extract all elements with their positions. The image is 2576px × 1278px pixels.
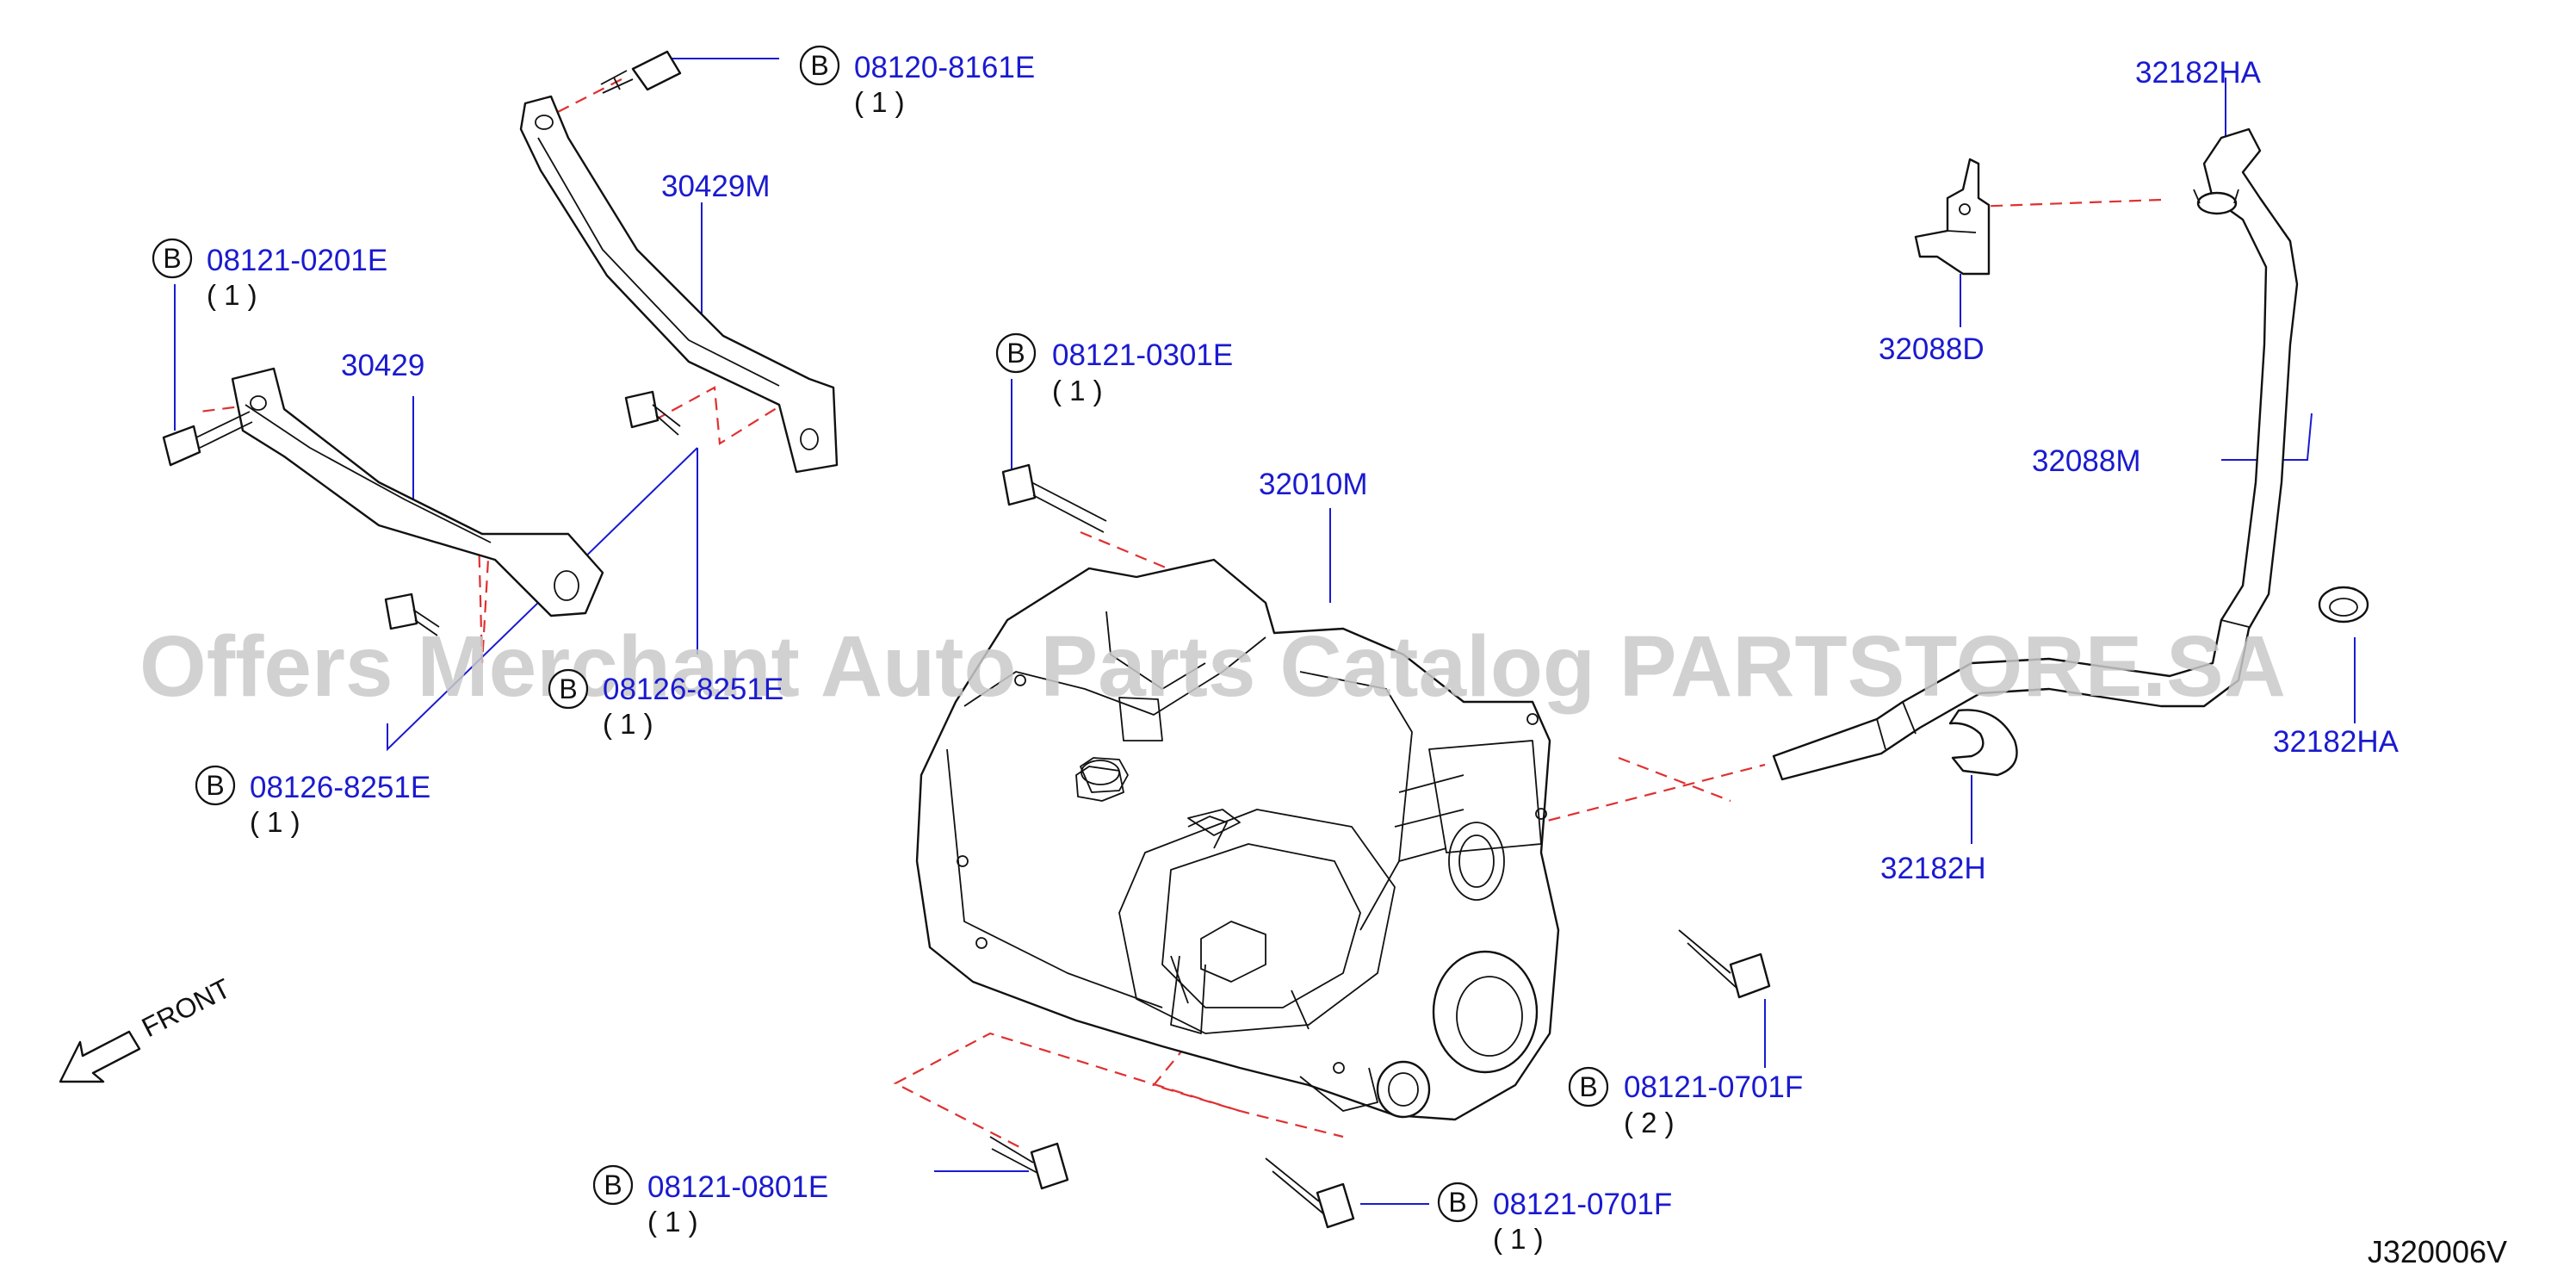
quantity: ( 1 ) xyxy=(207,279,257,311)
callout-08120-8161e[interactable]: B 08120-8161E ( 1 ) xyxy=(799,45,1035,118)
quantity: ( 1 ) xyxy=(1052,375,1103,406)
clip-32182ha-upper xyxy=(2193,189,2239,215)
quantity: ( 1 ) xyxy=(250,806,300,838)
callout-08121-0301e[interactable]: B 08121-0301E ( 1 ) xyxy=(995,332,1233,406)
svg-text:B: B xyxy=(1579,1071,1597,1102)
quantity: ( 1 ) xyxy=(1493,1223,1544,1255)
part-number[interactable]: 30429M xyxy=(661,170,770,203)
watermark-text: Offers Merchant Auto Parts Catalog PARTS… xyxy=(139,618,2286,715)
part-number[interactable]: 08126-8251E xyxy=(603,673,783,706)
part-number[interactable]: 32088D xyxy=(1879,332,1985,366)
part-number[interactable]: 32088M xyxy=(2032,444,2140,478)
part-number[interactable]: 32182HA xyxy=(2135,56,2262,90)
part-number[interactable]: 30429 xyxy=(341,349,424,382)
front-direction-indicator: FRONT xyxy=(59,972,236,1083)
bolt-marker-icon xyxy=(995,332,1037,374)
callout-08121-0701f-lower[interactable]: B 08121-0701F ( 1 ) xyxy=(1437,1182,1672,1255)
part-number[interactable]: 08126-8251E xyxy=(250,771,430,804)
quantity: ( 2 ) xyxy=(1624,1107,1675,1138)
bolt-marker-icon xyxy=(1437,1182,1478,1223)
bracket-30429m xyxy=(519,95,839,474)
bolt-08126-8251e-lower xyxy=(384,592,440,636)
transmission-case-32010m xyxy=(915,558,1560,1121)
bolt-marker-icon xyxy=(548,668,589,710)
svg-text:B: B xyxy=(1006,338,1025,369)
part-number[interactable]: 32182H xyxy=(1880,852,1986,885)
svg-text:B: B xyxy=(163,243,181,274)
callout-32182h[interactable]: 32182H xyxy=(1880,852,1986,885)
part-number[interactable]: 08121-0701F xyxy=(1493,1188,1672,1221)
callout-08121-0701f-right[interactable]: B 08121-0701F ( 2 ) xyxy=(1568,1066,1803,1138)
svg-text:B: B xyxy=(604,1169,622,1200)
leader-lines xyxy=(174,58,2356,1205)
svg-text:B: B xyxy=(1448,1187,1466,1218)
callout-08121-0201e[interactable]: B 08121-0201E ( 1 ) xyxy=(152,238,387,311)
callout-08126-8251e-middle[interactable]: B 08126-8251E ( 1 ) xyxy=(548,668,783,740)
svg-text:B: B xyxy=(206,770,224,801)
svg-text:B: B xyxy=(559,673,577,704)
callout-32182ha-right[interactable]: 32182HA xyxy=(2273,725,2400,759)
part-number[interactable]: 08121-0701F xyxy=(1624,1070,1803,1104)
part-number[interactable]: 08120-8161E xyxy=(854,51,1035,84)
bolt-08126-8251e-upper xyxy=(624,390,681,436)
breather-hose-32088m xyxy=(1772,127,2299,781)
clip-32182ha-right xyxy=(2318,586,2369,623)
part-number[interactable]: 32182HA xyxy=(2273,725,2400,759)
callout-30429m[interactable]: 30429M xyxy=(661,170,770,203)
clip-32182h xyxy=(1948,709,2018,777)
bracket-30429 xyxy=(231,367,604,617)
part-number[interactable]: 08121-0201E xyxy=(207,244,387,277)
callout-32088m[interactable]: 32088M xyxy=(2032,444,2140,478)
front-arrow-icon xyxy=(59,1030,141,1083)
bolt-marker-icon xyxy=(195,765,236,806)
part-number[interactable]: 08121-0801E xyxy=(647,1170,828,1204)
callout-08126-8251e-lower[interactable]: B 08126-8251E ( 1 ) xyxy=(195,765,430,838)
bolt-marker-icon xyxy=(1568,1066,1609,1107)
callout-32182ha-upper[interactable]: 32182HA xyxy=(2135,56,2262,90)
front-label: FRONT xyxy=(137,972,236,1043)
bolt-08121-0701f-upper xyxy=(1678,929,1771,999)
svg-text:B: B xyxy=(810,50,828,81)
callout-32088d[interactable]: 32088D xyxy=(1879,332,1985,366)
bolt-08121-0201e xyxy=(162,411,253,467)
callout-08121-0801e[interactable]: B 08121-0801E ( 1 ) xyxy=(592,1164,828,1238)
bolt-08121-0801e xyxy=(989,1136,1069,1190)
bolt-08120-8161e xyxy=(600,50,682,94)
bolt-marker-icon xyxy=(152,238,193,279)
part-number[interactable]: 32010M xyxy=(1259,468,1367,501)
callout-30429[interactable]: 30429 xyxy=(341,349,424,382)
quantity: ( 1 ) xyxy=(647,1206,698,1238)
quantity: ( 1 ) xyxy=(854,86,905,118)
bracket-32088d xyxy=(1914,158,1991,276)
bolt-08121-0301e xyxy=(1001,463,1107,533)
diagram-code: J320006V xyxy=(2368,1234,2507,1269)
quantity: ( 1 ) xyxy=(603,708,653,740)
bolt-marker-icon xyxy=(592,1164,634,1206)
part-number[interactable]: 08121-0301E xyxy=(1052,338,1233,372)
callout-32010m[interactable]: 32010M xyxy=(1259,468,1367,501)
bolt-08121-0701f-lower xyxy=(1265,1157,1355,1229)
bolt-marker-icon xyxy=(799,45,840,86)
